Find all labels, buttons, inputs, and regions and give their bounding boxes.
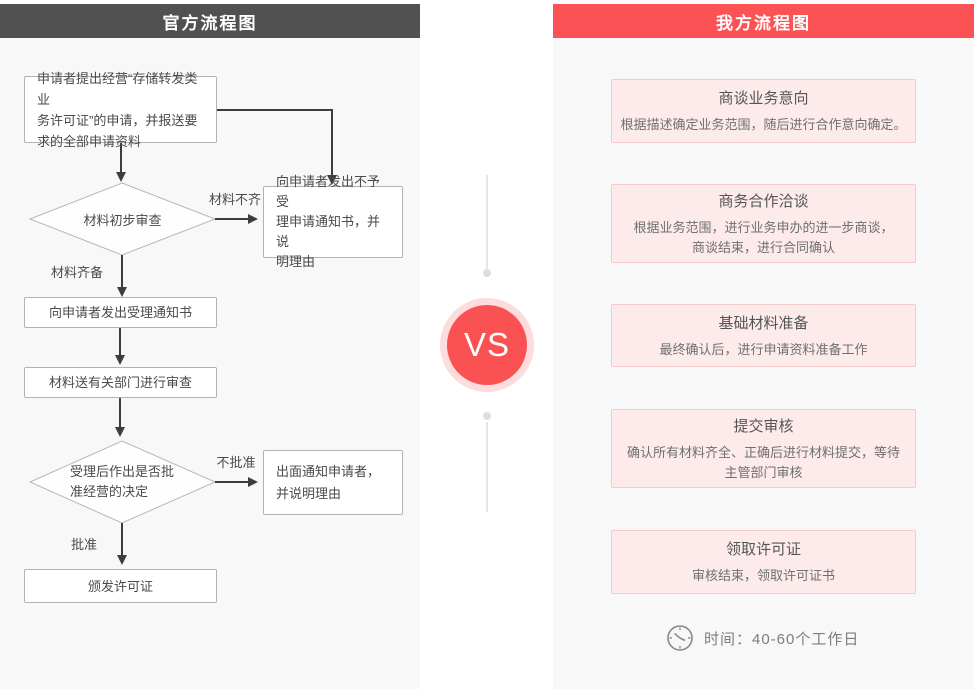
official-flow-title: 官方流程图: [0, 4, 420, 38]
step-desc: 审核结束，领取许可证书: [691, 568, 835, 583]
step-get-license: 领取许可证 审核结束，领取许可证书: [611, 530, 916, 594]
step-submit-review: 提交审核 确认所有材料齐全、正确后进行材料提交，等待 主管部门审核: [611, 409, 916, 488]
step-desc: 根据描述确定业务范围，随后进行合作意向确定。: [620, 117, 907, 132]
step-title: 商谈业务意向: [718, 90, 809, 107]
node-reject-notice-text: 向申请者发出不予受 理申请通知书，并说 明理由: [276, 174, 381, 269]
node-reject-inform-text: 出面通知申请者， 并说明理由: [276, 463, 381, 501]
node-start: 申请者提出经营“存储转发类业 务许可证”的申请，并报送要 求的全部申请资料: [24, 71, 217, 149]
node-reject-notice: 向申请者发出不予受 理申请通知书，并说 明理由: [263, 174, 403, 269]
divider-line-top: [486, 175, 488, 271]
edge-label-not-approved: 不批准: [216, 455, 256, 470]
edge-label-materials-incomplete: 材料不齐: [208, 192, 261, 207]
node-issue-license: 颁发许可证: [24, 569, 217, 603]
node-issue-license-text: 颁发许可证: [87, 578, 153, 594]
step-desc: 确认所有材料齐全、正确后进行材料提交，等待 主管部门审核: [626, 444, 900, 480]
node-decision2-text: 受理后作出是否批 准经营的决定: [70, 464, 175, 499]
divider-dot-bottom: [483, 412, 491, 420]
divider-dot-top: [483, 269, 491, 277]
node-review: 材料送有关部门进行审查: [24, 367, 217, 398]
step-title: 提交审核: [733, 417, 794, 435]
node-decision1-text: 材料初步审查: [83, 213, 162, 228]
step-business-intent: 商谈业务意向 根据描述确定业务范围，随后进行合作意向确定。: [611, 79, 916, 143]
node-accept-notice: 向申请者发出受理通知书: [24, 297, 217, 328]
step-desc: 最终确认后，进行申请资料准备工作: [659, 341, 868, 357]
clock-icon: [667, 625, 693, 651]
vs-badge-label: VS: [447, 305, 527, 385]
step-material-prep: 基础材料准备 最终确认后，进行申请资料准备工作: [611, 304, 916, 367]
step-title: 基础材料准备: [718, 314, 809, 332]
node-accept-notice-text: 向申请者发出受理通知书: [48, 305, 192, 320]
node-review-text: 材料送有关部门进行审查: [48, 375, 192, 390]
step-cooperation-talk: 商务合作洽谈 根据业务范围，进行业务申办的进一步商谈， 商谈结束，进行合同确认: [611, 184, 916, 263]
time-note: 时间：40-60个工作日: [666, 624, 859, 652]
our-flow-title: 我方流程图: [553, 4, 974, 38]
step-title: 领取许可证: [725, 541, 801, 558]
time-note-text: 时间：40-60个工作日: [704, 630, 860, 648]
node-start-text: 申请者提出经营“存储转发类业 务许可证”的申请，并报送要 求的全部申请资料: [37, 70, 198, 149]
vs-badge: VS: [440, 298, 534, 392]
node-reject-inform: 出面通知申请者， 并说明理由: [263, 450, 403, 515]
divider-line-bottom: [486, 422, 488, 512]
step-desc: 根据业务范围，进行业务申办的进一步商谈， 商谈结束，进行合同确认: [633, 219, 894, 255]
edge-label-materials-complete: 材料齐备: [50, 265, 103, 280]
step-title: 商务合作洽谈: [718, 192, 809, 210]
edge-label-approved: 批准: [70, 537, 97, 552]
